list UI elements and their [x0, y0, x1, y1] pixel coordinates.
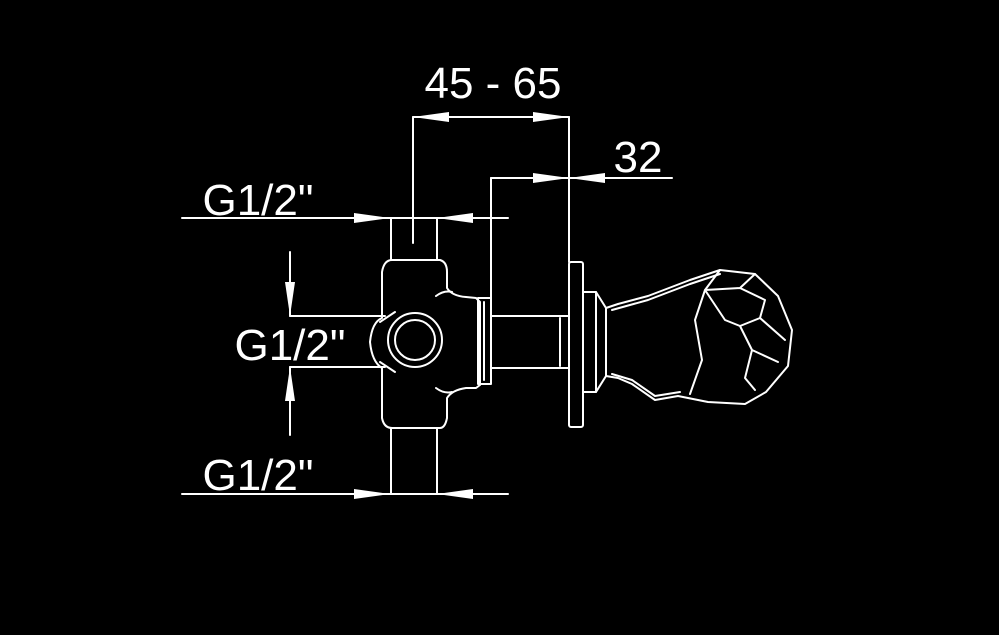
arrowhead	[437, 213, 473, 223]
flange-collar	[582, 291, 607, 393]
dimension-line-45-65	[412, 112, 570, 263]
dimension-line-thread-bottom	[181, 489, 509, 499]
dimension-label-45-65: 45 - 65	[425, 59, 562, 108]
spindle-sleeve	[490, 315, 570, 369]
arrowhead	[285, 367, 295, 401]
thread-label-bottom: G1/2"	[202, 451, 313, 500]
valve-body	[369, 217, 492, 495]
arrowhead	[437, 489, 473, 499]
arrowhead	[354, 489, 390, 499]
dimension-label-32: 32	[614, 133, 663, 182]
bottom-pipe-stub	[390, 427, 438, 495]
flange-plate	[568, 261, 584, 428]
arrowhead	[354, 213, 390, 223]
dimension-line-thread-middle	[285, 251, 386, 436]
thread-label-middle: G1/2"	[234, 321, 345, 370]
dimension-line-thread-top	[181, 213, 509, 223]
arrowhead	[413, 112, 449, 122]
body-fitting-lines	[379, 290, 453, 394]
arrowhead	[533, 112, 569, 122]
dimension-line-32	[490, 173, 673, 299]
handle-inner-edge	[611, 273, 721, 311]
body-outline	[369, 259, 481, 429]
wall-flange	[568, 261, 607, 428]
handle-outline	[605, 269, 793, 405]
arrowhead	[533, 173, 569, 183]
thread-label-top: G1/2"	[202, 176, 313, 225]
port-outer-circle	[387, 312, 443, 368]
arrowhead	[285, 282, 295, 316]
crystal-handle	[605, 269, 793, 405]
handle-facets	[689, 269, 786, 395]
handle-inner-edge	[611, 373, 681, 397]
arrowhead	[569, 173, 605, 183]
port-inner-circle	[394, 319, 436, 361]
spindle	[490, 315, 570, 369]
